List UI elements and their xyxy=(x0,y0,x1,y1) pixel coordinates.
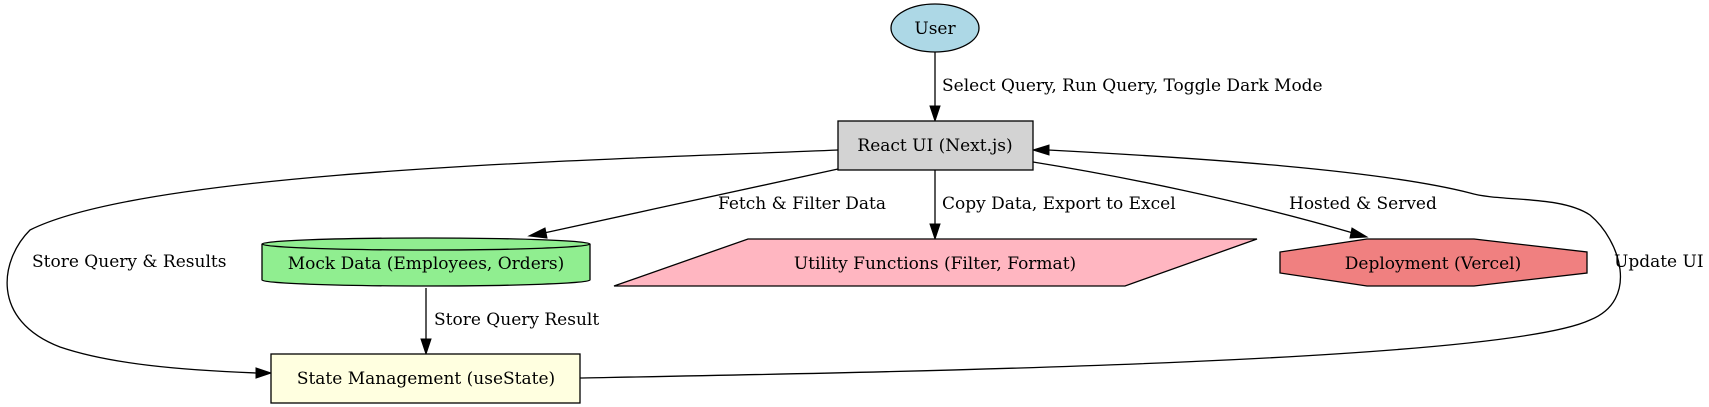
edge-react-ui-to-deployment xyxy=(1032,161,1369,239)
node-mock-data-label: Mock Data (Employees, Orders) xyxy=(288,254,564,274)
node-utility-label: Utility Functions (Filter, Format) xyxy=(794,254,1076,274)
edge-react-ui-to-mock-data xyxy=(527,168,839,239)
node-react-ui-shape xyxy=(837,120,1034,171)
node-utility-functions: Utility Functions (Filter, Format) xyxy=(613,238,1258,287)
node-user-shape xyxy=(890,3,980,53)
node-mock-data-shape xyxy=(261,237,591,287)
edge-label-hosted-served: Hosted & Served xyxy=(1289,194,1437,214)
edge-react-ui-to-state xyxy=(6,149,839,379)
edge-label-fetch-filter: Fetch & Filter Data xyxy=(718,194,886,214)
node-react-ui: React UI (Next.js) xyxy=(837,120,1034,171)
edge-label-user-actions: Select Query, Run Query, Toggle Dark Mod… xyxy=(942,76,1323,96)
node-user: User xyxy=(890,3,980,53)
node-react-ui-label: React UI (Next.js) xyxy=(857,136,1012,156)
node-state-management: State Management (useState) xyxy=(270,353,581,404)
edge-label-copy-export: Copy Data, Export to Excel xyxy=(942,194,1176,214)
edge-user-to-react-ui xyxy=(929,52,941,123)
node-deployment-shape xyxy=(1279,238,1588,287)
edge-label-update-ui: Update UI xyxy=(1614,252,1704,272)
edge-label-store-query-result: Store Query Result xyxy=(434,310,599,330)
edge-label-store-query-results: Store Query & Results xyxy=(32,252,226,272)
node-state-label: State Management (useState) xyxy=(297,369,555,389)
node-deployment-label: Deployment (Vercel) xyxy=(1345,254,1521,274)
edge-react-ui-to-utility xyxy=(929,170,941,241)
node-mock-data: Mock Data (Employees, Orders) xyxy=(261,237,591,287)
node-utility-shape xyxy=(613,238,1258,287)
node-user-label: User xyxy=(914,19,956,39)
edge-state-to-react-ui xyxy=(579,144,1622,379)
node-deployment: Deployment (Vercel) xyxy=(1279,238,1588,287)
edge-mock-data-to-state xyxy=(420,288,432,356)
node-state-shape xyxy=(270,353,581,404)
